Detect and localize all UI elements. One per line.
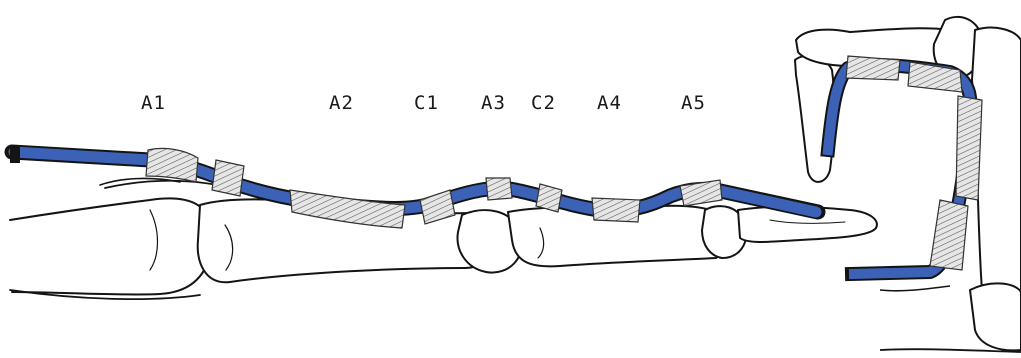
pulleys-flexed: [846, 56, 982, 270]
tendon-cut-end: [10, 145, 20, 163]
pulley-a1: [146, 148, 198, 182]
label-a3: A3: [481, 92, 506, 114]
pulley-a4: [592, 198, 640, 222]
label-a4: A4: [597, 92, 622, 114]
label-c2: C2: [531, 92, 556, 114]
palm-contour-2: [880, 286, 950, 291]
label-a1: A1: [141, 92, 166, 114]
label-a2: A2: [329, 92, 354, 114]
metacarpal-bone: [10, 198, 212, 294]
flexed-metacarpal: [970, 283, 1021, 350]
label-c1: C1: [414, 92, 439, 114]
pulley-a3: [486, 178, 512, 200]
label-a5: A5: [681, 92, 706, 114]
pulley-a1-annular: [212, 160, 244, 196]
